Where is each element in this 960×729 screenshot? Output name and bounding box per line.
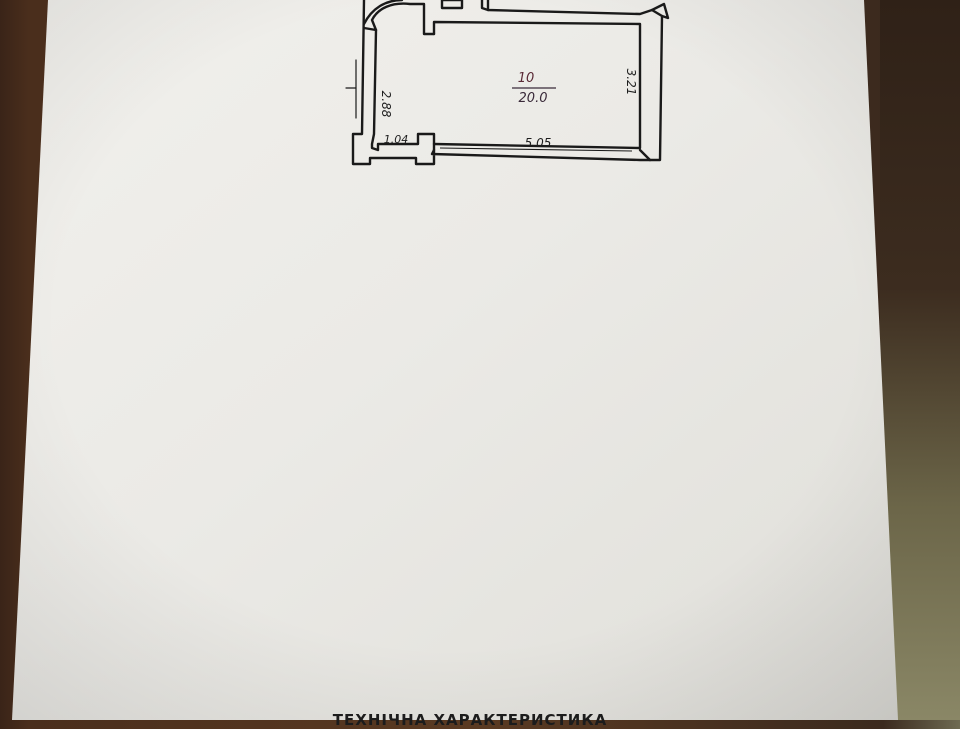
dimension-width-small: 1.04 bbox=[383, 133, 409, 146]
table-surface bbox=[880, 0, 960, 720]
corner-column bbox=[650, 2, 670, 20]
inner-wall bbox=[370, 28, 436, 152]
wall-stub bbox=[440, 0, 464, 10]
outer-wall bbox=[351, 0, 664, 166]
dimension-underline bbox=[439, 147, 633, 152]
floor-plan bbox=[345, 0, 670, 166]
section-heading: ТЕХНІЧНА ХАРАКТЕРИСТИКА bbox=[332, 711, 608, 729]
dimension-width-bottom: 5.05 bbox=[524, 136, 552, 150]
niche-outer bbox=[362, 0, 404, 26]
room-area: 20.0 bbox=[518, 91, 548, 106]
dimension-height-left: 2.88 bbox=[379, 90, 393, 118]
room-number: 10 bbox=[517, 71, 535, 86]
dimension-height-right: 3.21 bbox=[624, 68, 638, 96]
inner-wall-main bbox=[432, 20, 642, 150]
niche bbox=[362, 2, 436, 36]
